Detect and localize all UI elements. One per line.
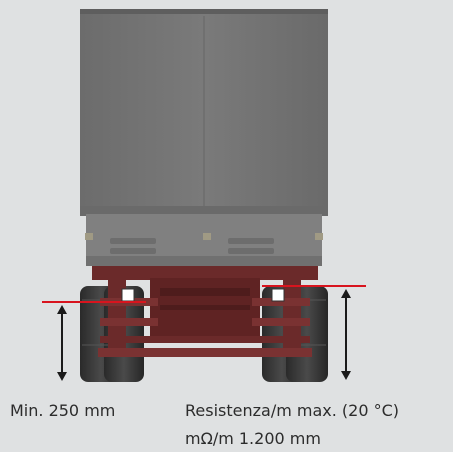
- chassis: [92, 266, 318, 357]
- resistance-caption-line2: mΩ/m 1.200 mm: [185, 429, 321, 448]
- cargo-box: [80, 9, 328, 266]
- trailer-illustration: [80, 9, 328, 382]
- left-marker: [121, 288, 135, 302]
- left-double-arrow-icon: [57, 305, 67, 381]
- resistance-caption-line1: Resistenza/m max. (20 °C): [185, 401, 400, 420]
- right-marker: [271, 288, 285, 302]
- right-double-arrow-icon: [341, 289, 351, 380]
- min-height-caption: Min. 250 mm: [10, 401, 116, 420]
